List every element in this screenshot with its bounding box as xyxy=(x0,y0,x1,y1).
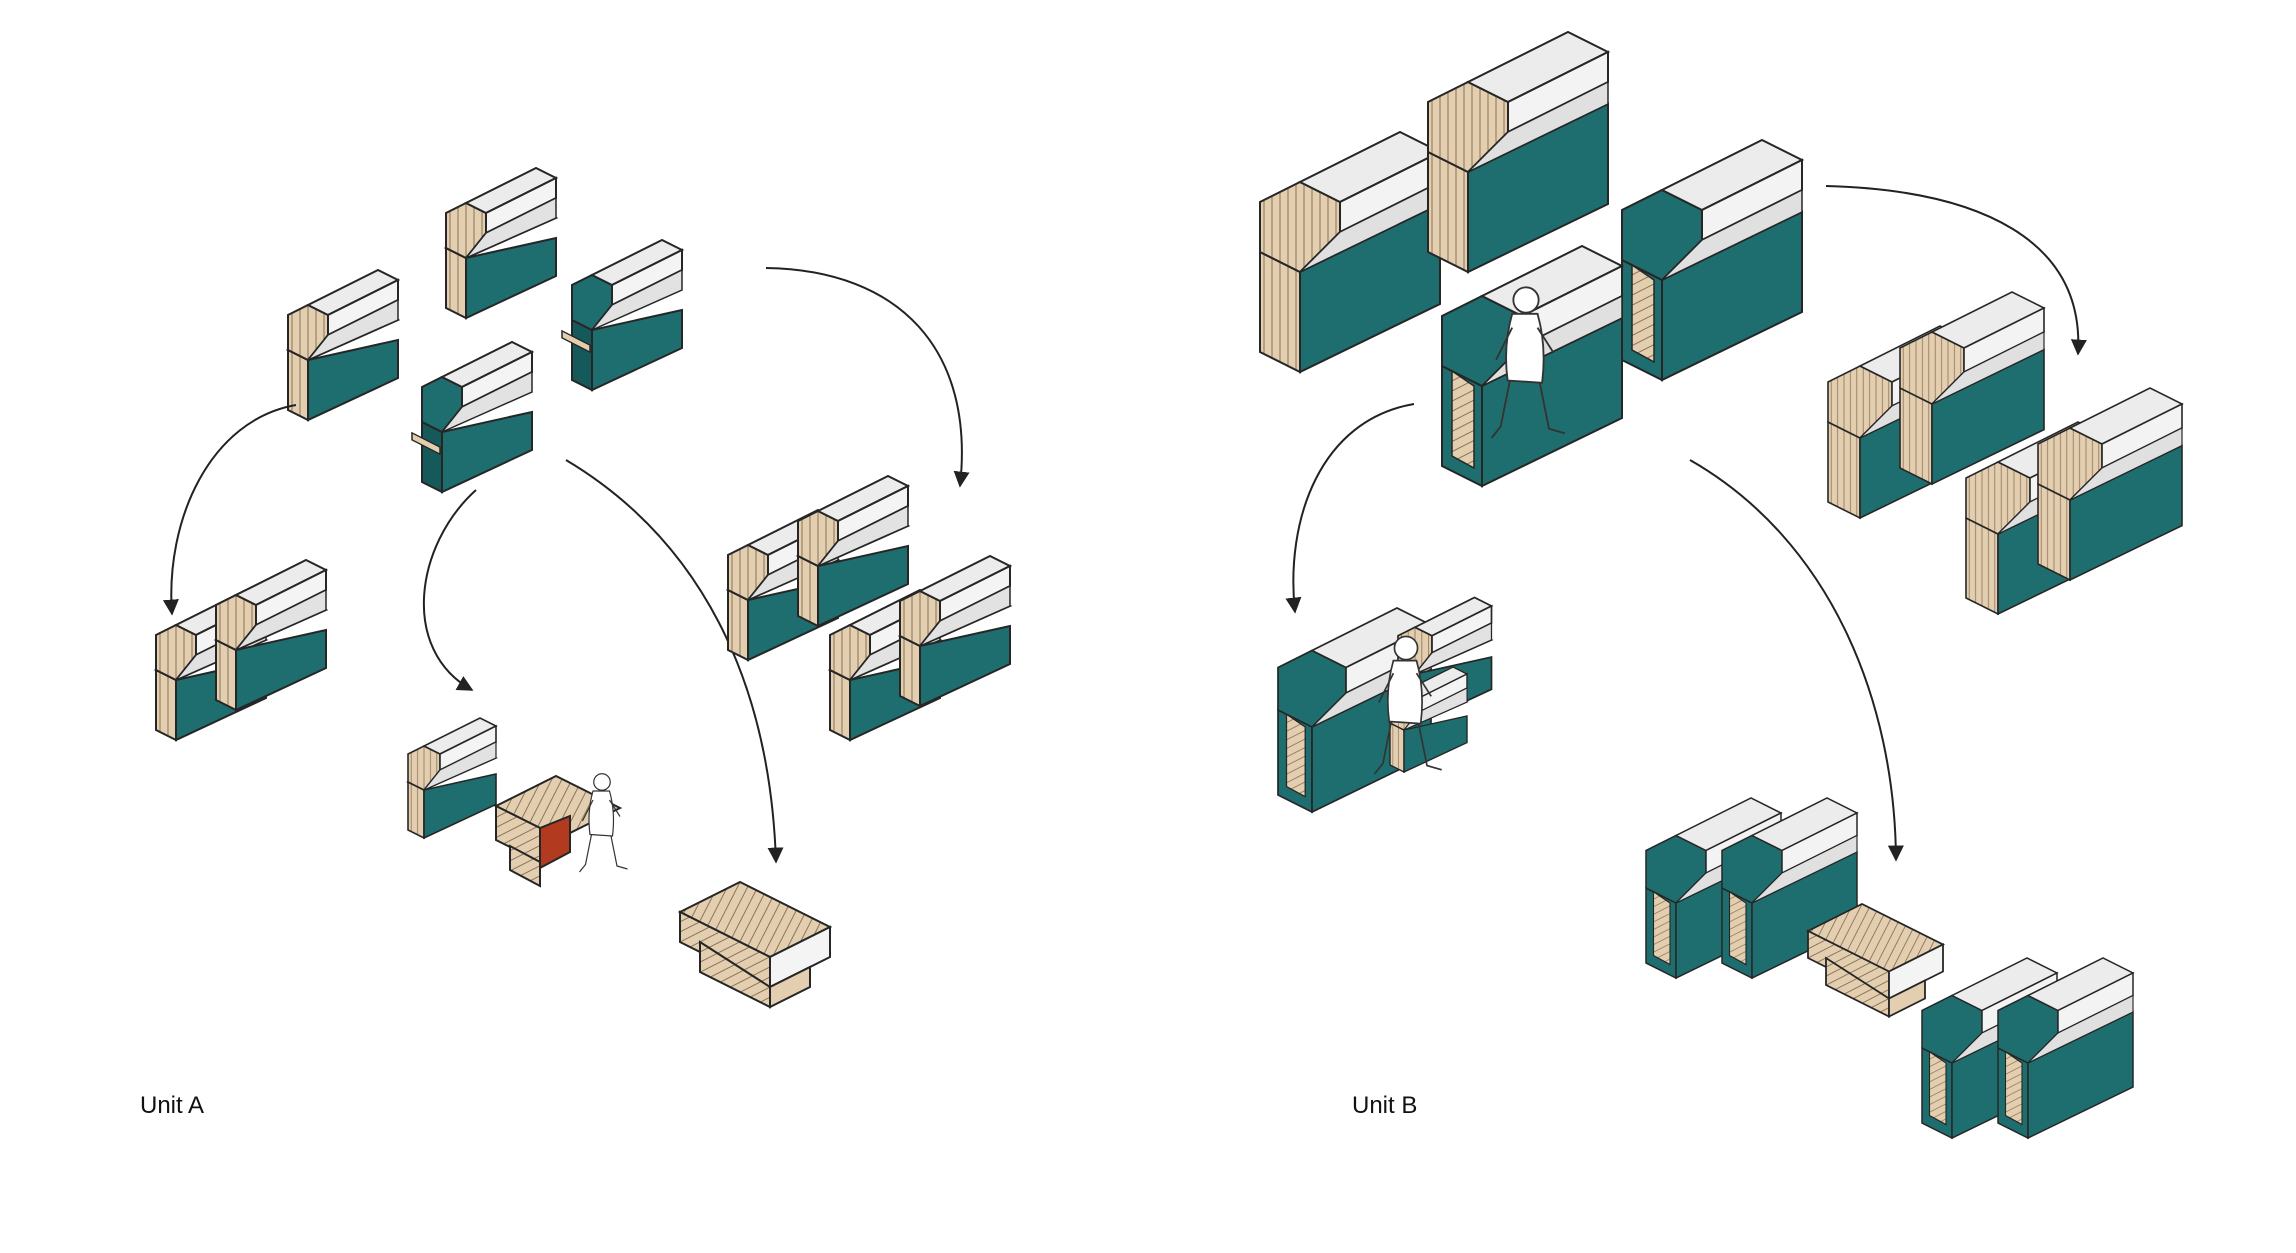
unit-a-arrow-middle xyxy=(422,489,477,691)
unit-a-seat-teal-center xyxy=(411,341,533,493)
unit-b-modular-assembly xyxy=(1645,797,2134,1139)
unit-b-arrow-right xyxy=(1825,185,2087,356)
unit-a-bench-pair-right xyxy=(727,475,1011,741)
unit-a-seat-teal-right xyxy=(561,239,683,391)
unit-b-label: Unit B xyxy=(1352,1092,1418,1119)
unit-a-wood-table xyxy=(679,881,831,1008)
unit-b-arrow-left xyxy=(1285,403,1415,614)
unit-a-group xyxy=(155,167,1011,1008)
unit-a-seat-wood-top xyxy=(445,167,557,319)
unit-a-arrow-left xyxy=(162,404,297,616)
unit-b-seat-wood-top xyxy=(1427,31,1609,273)
unit-b-seat-teal-right xyxy=(1621,139,1803,381)
unit-b-group xyxy=(1259,31,2183,1139)
unit-b-bench-pair-right xyxy=(1827,291,2183,615)
unit-a-small-seat xyxy=(407,717,497,839)
unit-a-combo-double-left xyxy=(155,559,327,741)
unit-b-lounge-combo xyxy=(1277,596,1493,813)
unit-b-seat-wood-left xyxy=(1259,131,1441,373)
unit-b-arrow-long xyxy=(1689,459,1904,862)
unit-a-label: Unit A xyxy=(140,1092,205,1119)
unit-a-arrow-long xyxy=(565,459,784,864)
unit-a-red-block xyxy=(493,774,623,888)
unit-a-seat-wood-left xyxy=(287,269,399,421)
unit-a-arrow-right xyxy=(765,267,970,488)
